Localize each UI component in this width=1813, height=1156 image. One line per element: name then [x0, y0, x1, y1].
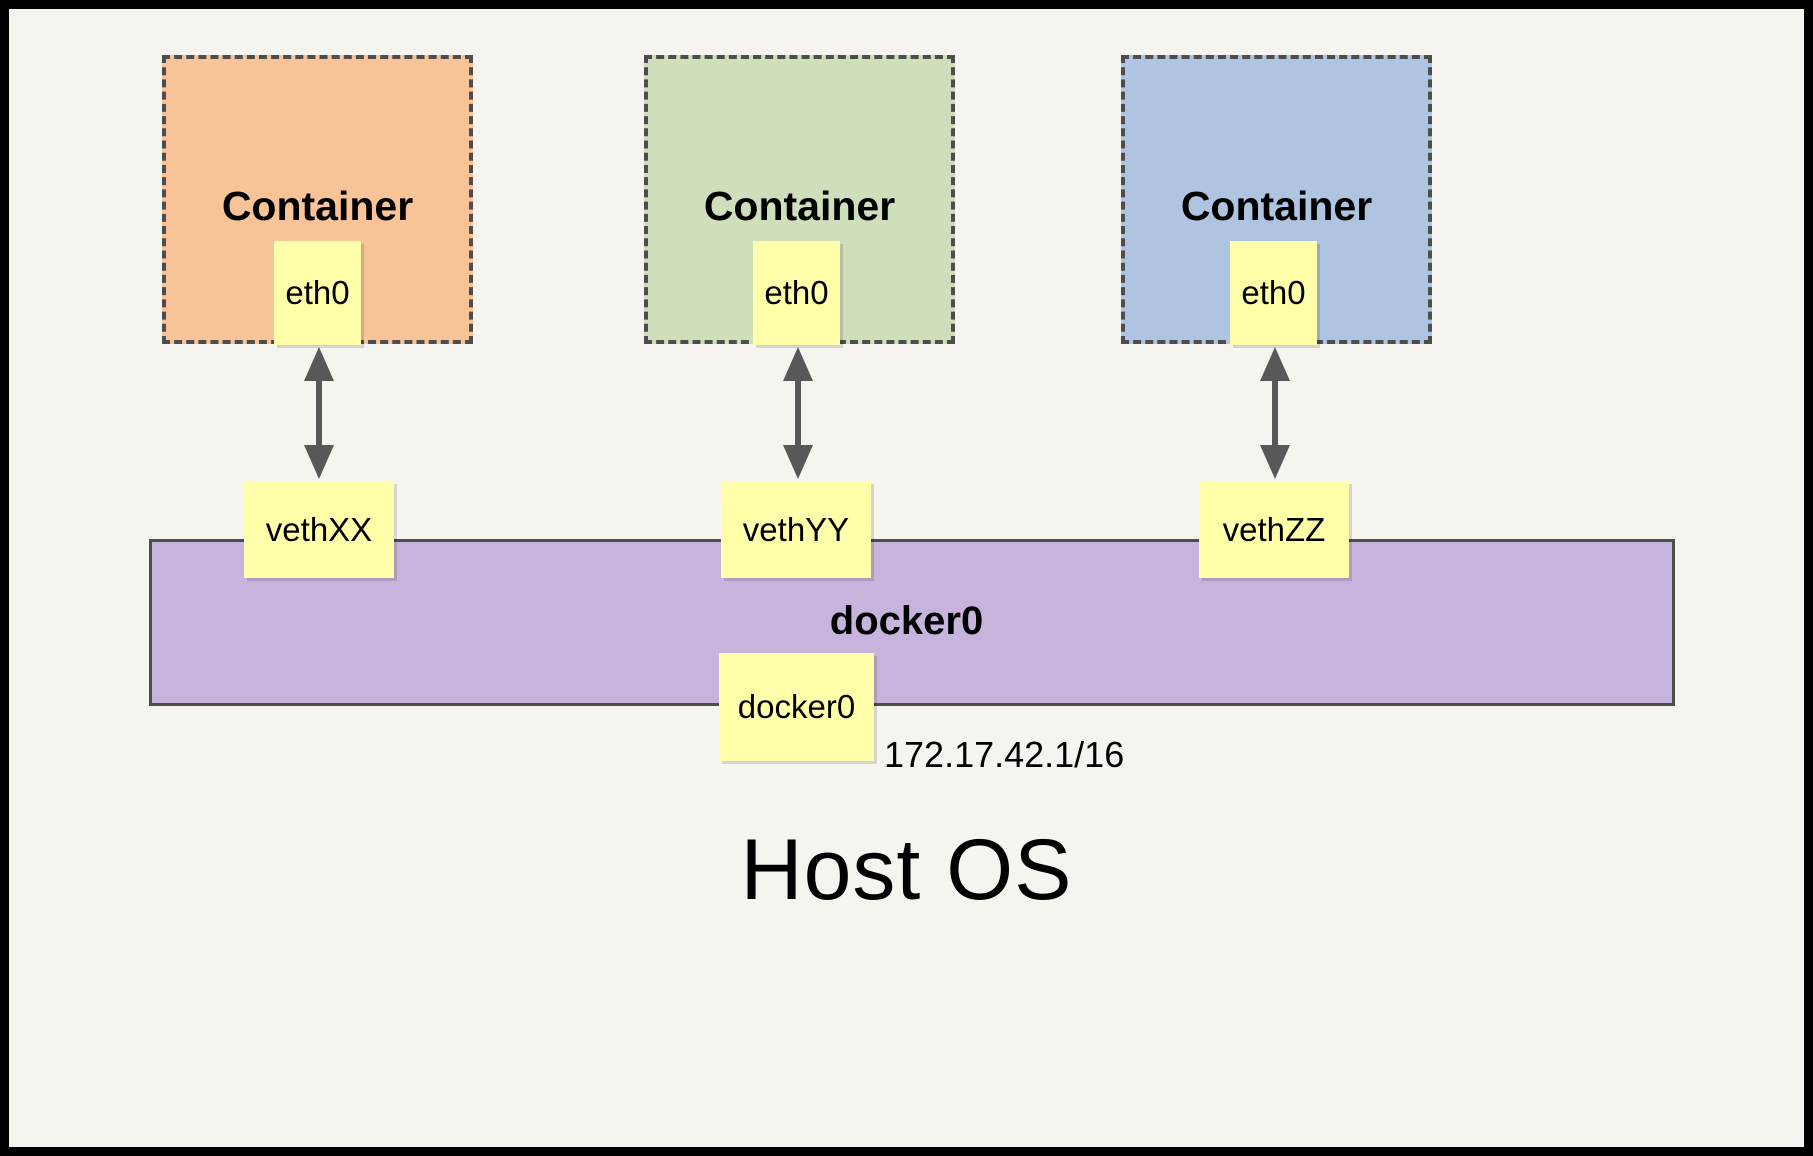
docker0-interface-box: docker0 — [719, 653, 874, 761]
docker0-ip-address: 172.17.42.1/16 — [884, 734, 1125, 775]
docker0-interface-label: docker0 — [737, 688, 856, 725]
eth0-interface-box-3: eth0 — [1230, 241, 1317, 345]
eth0-label-1: eth0 — [285, 274, 350, 311]
veth-link-arrow-2 — [783, 347, 813, 479]
eth0-label-2: eth0 — [764, 274, 829, 311]
veth-label-3: vethZZ — [1222, 510, 1326, 548]
container-title-2: Container — [703, 183, 896, 229]
eth0-interface-box-2: eth0 — [753, 241, 840, 345]
eth0-label-3: eth0 — [1241, 274, 1306, 311]
docker0-bridge-bar — [149, 539, 1675, 706]
veth-label-2: vethYY — [742, 510, 850, 548]
veth-link-arrow-1 — [304, 347, 334, 479]
veth-box-2: vethYY — [721, 481, 871, 578]
container-title-3: Container — [1180, 183, 1373, 229]
docker0-bridge-label: docker0 — [829, 599, 984, 643]
veth-box-1: vethXX — [244, 481, 394, 578]
veth-box-3: vethZZ — [1199, 481, 1349, 578]
host-os-title: Host OS — [740, 822, 1073, 918]
container-title-1: Container — [221, 183, 414, 229]
veth-link-arrow-3 — [1260, 347, 1290, 479]
eth0-interface-box-1: eth0 — [274, 241, 361, 345]
veth-label-1: vethXX — [265, 510, 373, 548]
